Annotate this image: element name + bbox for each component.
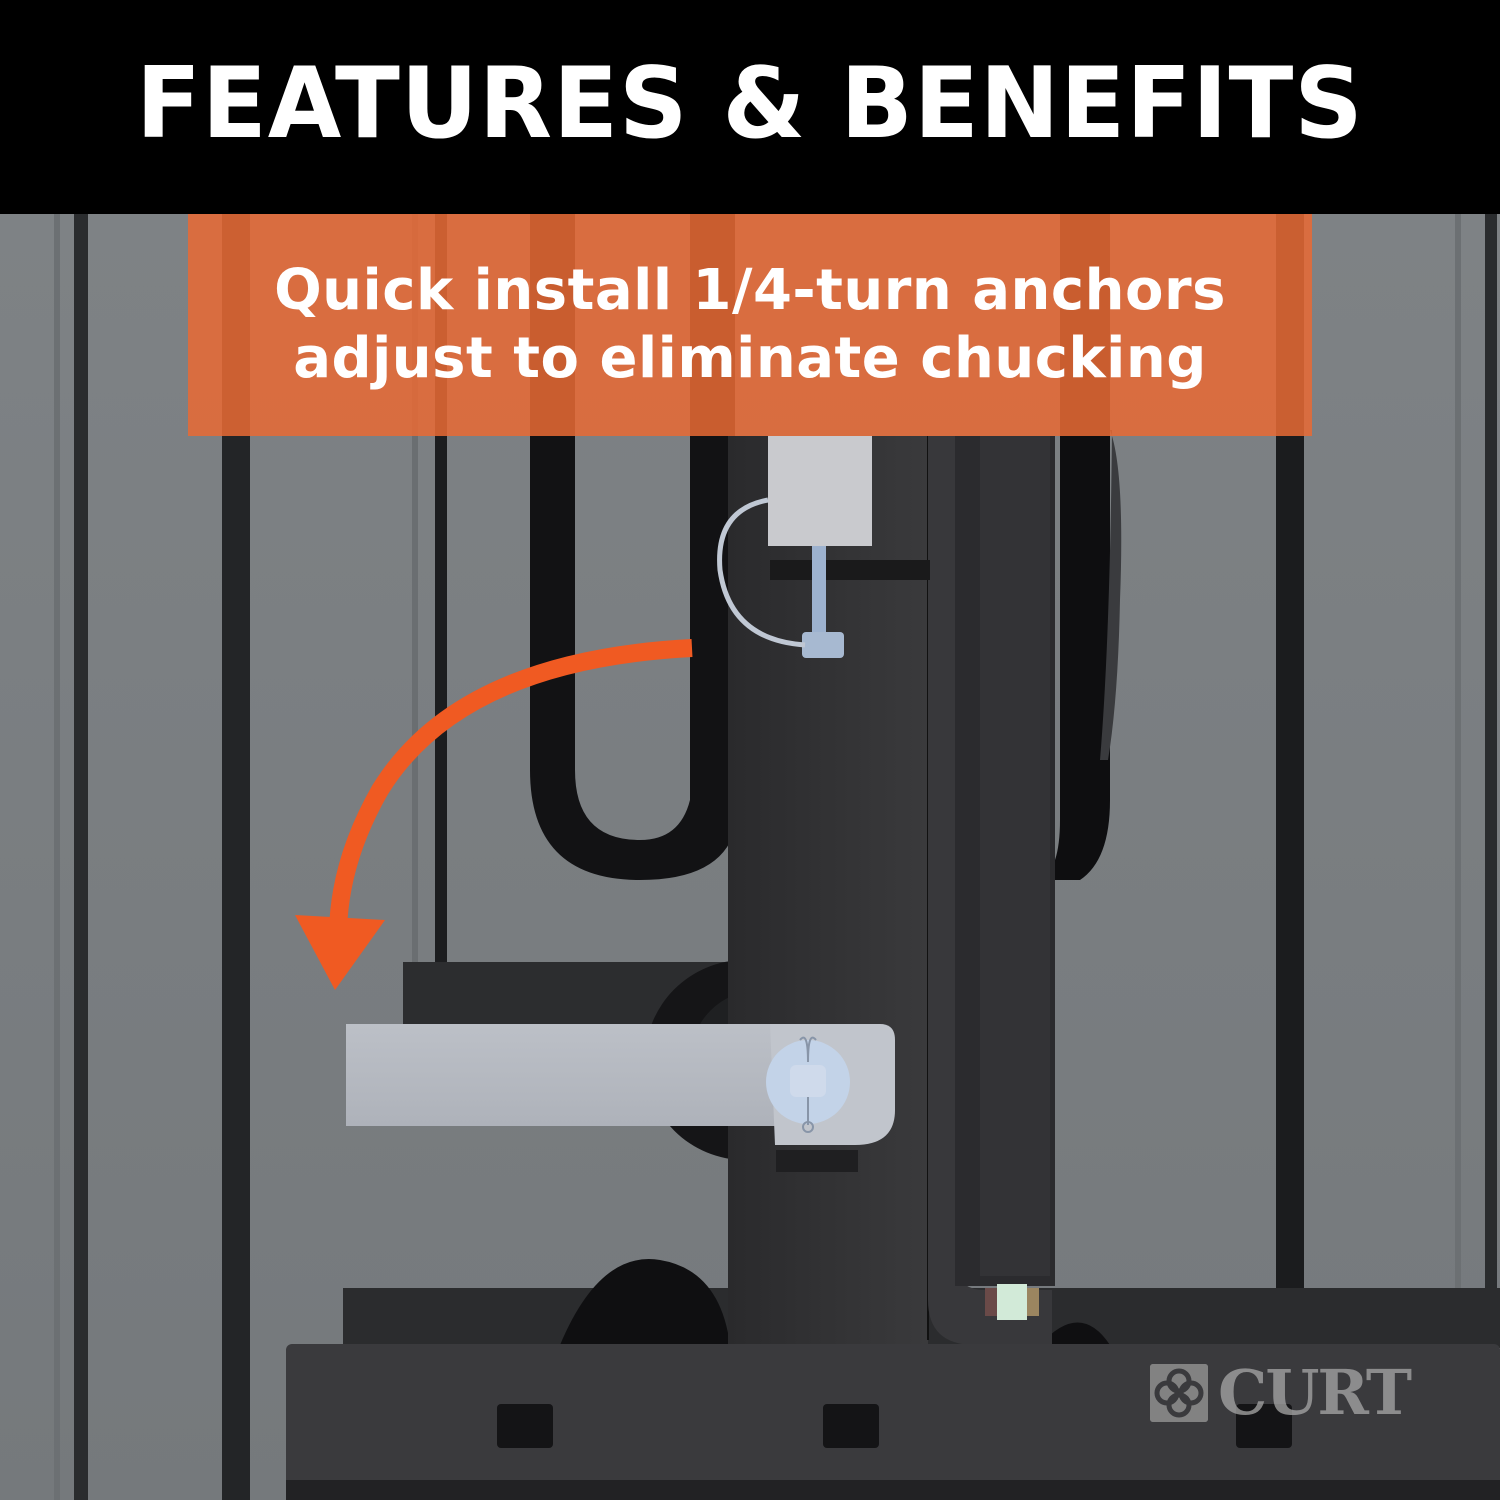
- callout-line-1: Quick install 1/4-turn anchors: [274, 258, 1226, 323]
- rail-slot: [1236, 1404, 1292, 1448]
- groove: [74, 214, 88, 1500]
- header-bar: FEATURES & BENEFITS: [0, 0, 1500, 214]
- feature-callout: Quick install 1/4-turn anchors adjust to…: [188, 214, 1312, 436]
- bolt-nut: [997, 1284, 1027, 1320]
- anchor-handle: [346, 1024, 816, 1126]
- rail-slot: [823, 1404, 879, 1448]
- rotation-arrow-icon: [329, 639, 693, 931]
- curt-clover-logo-icon: [1150, 1364, 1208, 1422]
- brand-logo: CURT: [1150, 1356, 1412, 1429]
- groove: [1485, 214, 1497, 1500]
- header-title: FEATURES & BENEFITS: [136, 47, 1364, 161]
- callout-line-2: adjust to eliminate chucking: [293, 326, 1207, 391]
- arrow-head-icon: [295, 915, 385, 990]
- rail-slot: [497, 1404, 553, 1448]
- lynch-pin-ring: [717, 497, 806, 648]
- vertical-bracket: [728, 436, 928, 1346]
- top-anchor-block: [768, 436, 872, 546]
- brand-logo-text: CURT: [1218, 1356, 1412, 1429]
- l-bracket: [928, 436, 1052, 1345]
